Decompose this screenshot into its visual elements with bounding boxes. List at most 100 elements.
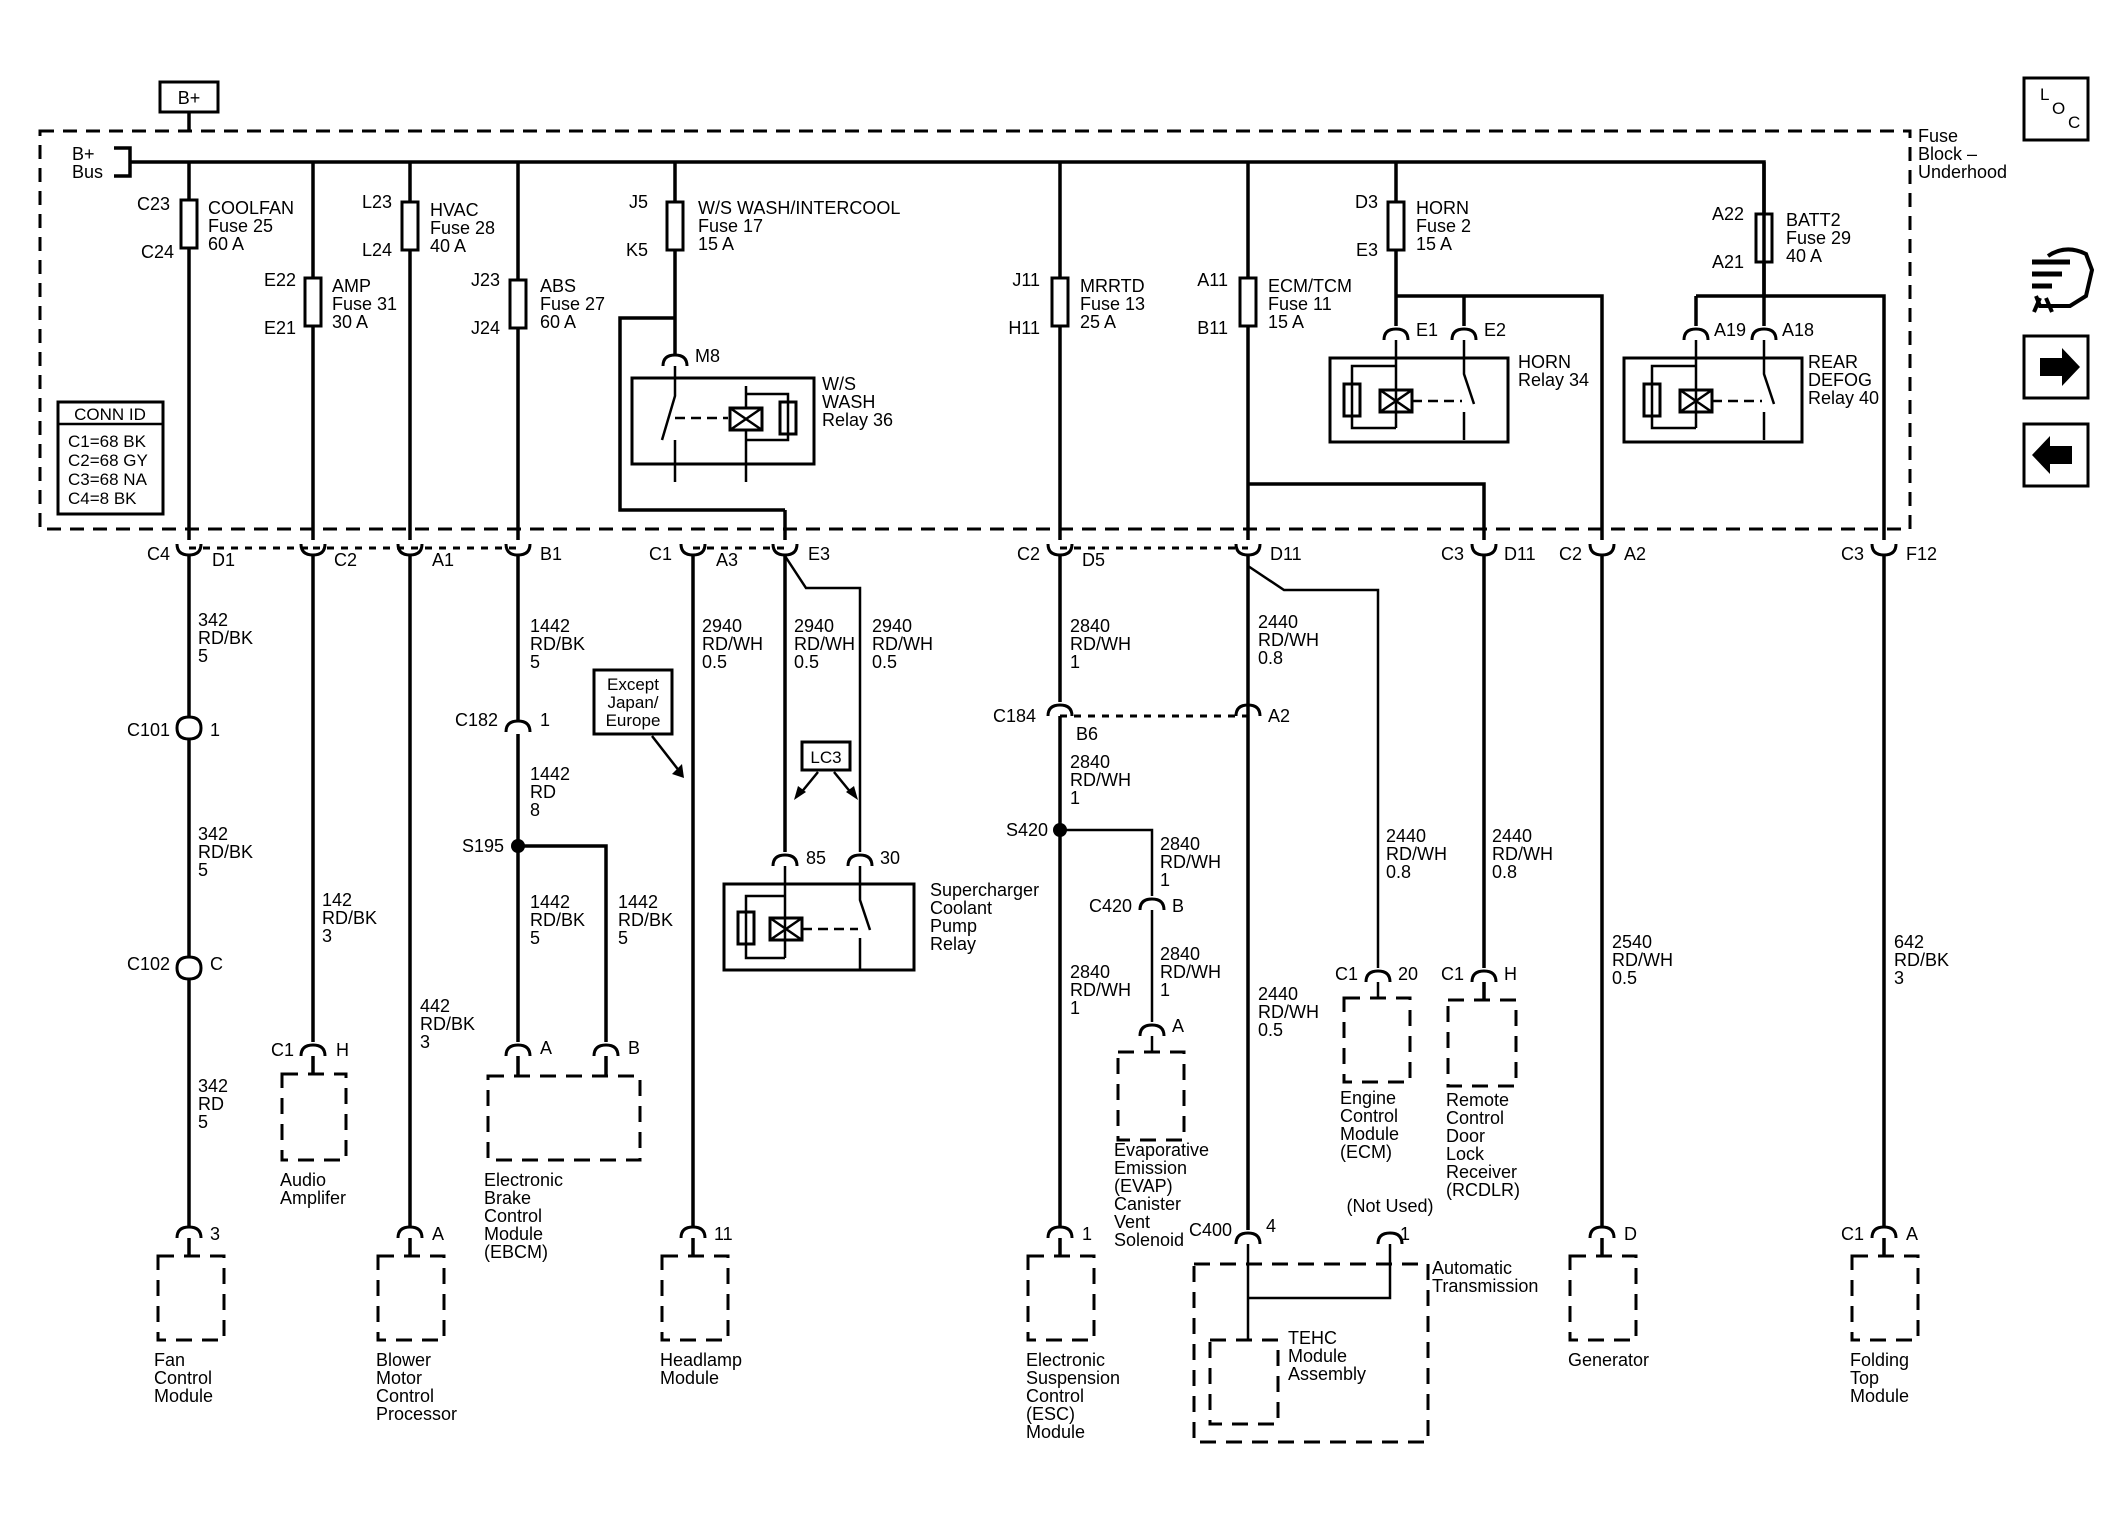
horn-relay: E1 E2 HORN Relay 34 bbox=[1328, 294, 1604, 540]
svg-text:1: 1 bbox=[1400, 1224, 1410, 1244]
svg-text:Fuse 2: Fuse 2 bbox=[1416, 216, 1471, 236]
svg-text:1442: 1442 bbox=[530, 764, 570, 784]
svg-text:C2: C2 bbox=[1559, 544, 1582, 564]
svg-text:C2: C2 bbox=[334, 550, 357, 570]
svg-text:Relay 40: Relay 40 bbox=[1808, 388, 1879, 408]
svg-text:11: 11 bbox=[714, 1224, 733, 1244]
fuse-batt2: A22 A21 BATT2 Fuse 29 40 A bbox=[1712, 204, 1851, 272]
svg-text:E3: E3 bbox=[808, 544, 830, 564]
connector-row: C4 D1 C2 A1 B1 C1 A3 E3 C2 D5 D11 C3 D11… bbox=[147, 542, 1937, 570]
svg-text:2840: 2840 bbox=[1070, 616, 1110, 636]
loc-button[interactable]: L O C bbox=[2022, 76, 2090, 142]
generator: D Generator bbox=[1568, 1224, 1649, 1370]
svg-text:RD/BK: RD/BK bbox=[322, 908, 377, 928]
svg-text:Control: Control bbox=[484, 1206, 542, 1226]
svg-text:C1: C1 bbox=[649, 544, 672, 564]
svg-text:A: A bbox=[540, 1038, 552, 1058]
svg-text:Module: Module bbox=[1340, 1124, 1399, 1144]
svg-text:C3=68 NA: C3=68 NA bbox=[68, 470, 148, 489]
fuse-ecm-tcm: A11 B11 ECM/TCM Fuse 11 15 A bbox=[1197, 162, 1352, 540]
svg-text:40 A: 40 A bbox=[1786, 246, 1822, 266]
svg-text:(EBCM): (EBCM) bbox=[484, 1242, 548, 1262]
svg-text:HORN: HORN bbox=[1416, 198, 1469, 218]
svg-text:H11: H11 bbox=[1008, 318, 1040, 338]
svg-text:RD/WH: RD/WH bbox=[1258, 630, 1319, 650]
svg-text:0.8: 0.8 bbox=[1386, 862, 1411, 882]
svg-text:B6: B6 bbox=[1076, 724, 1098, 744]
svg-text:342: 342 bbox=[198, 610, 228, 630]
svg-text:C2: C2 bbox=[1017, 544, 1040, 564]
svg-text:D11: D11 bbox=[1270, 544, 1302, 564]
svg-text:Top: Top bbox=[1850, 1368, 1879, 1388]
svg-text:15 A: 15 A bbox=[1416, 234, 1452, 254]
svg-text:3: 3 bbox=[1894, 968, 1904, 988]
svg-text:D5: D5 bbox=[1082, 550, 1105, 570]
svg-text:3: 3 bbox=[210, 1224, 220, 1244]
fuse-block-outline bbox=[38, 129, 1912, 531]
circuit-esc: 2840 RD/WH 1 C184 B6 A2 2840 RD/WH 1 S42… bbox=[993, 556, 1290, 1240]
svg-text:A2: A2 bbox=[1268, 706, 1290, 726]
svg-text:C102: C102 bbox=[127, 954, 170, 974]
svg-text:B: B bbox=[628, 1038, 640, 1058]
svg-text:60 A: 60 A bbox=[208, 234, 244, 254]
svg-text:(EVAP): (EVAP) bbox=[1114, 1176, 1173, 1196]
svg-text:Fuse 31: Fuse 31 bbox=[332, 294, 397, 314]
svg-text:15 A: 15 A bbox=[698, 234, 734, 254]
fuse-mrrtd: J11 H11 MRRTD Fuse 13 25 A bbox=[1008, 162, 1145, 540]
svg-text:Processor: Processor bbox=[376, 1404, 457, 1424]
svg-text:5: 5 bbox=[198, 1112, 208, 1132]
svg-text:1: 1 bbox=[1070, 998, 1080, 1018]
svg-text:Module: Module bbox=[1850, 1386, 1909, 1406]
bplus-bus: B+ Bus bbox=[72, 144, 1766, 296]
svg-text:Fuse 11: Fuse 11 bbox=[1268, 294, 1332, 314]
svg-text:1: 1 bbox=[210, 720, 220, 740]
wrench-car-icon[interactable] bbox=[2032, 247, 2095, 313]
fuse-amp: E22 E21 AMP Fuse 31 30 A bbox=[264, 162, 397, 540]
forward-arrow-button[interactable] bbox=[2022, 334, 2090, 400]
svg-text:A: A bbox=[1906, 1224, 1918, 1244]
svg-text:TEHC: TEHC bbox=[1288, 1328, 1337, 1348]
svg-text:RD/BK: RD/BK bbox=[618, 910, 673, 930]
svg-text:442: 442 bbox=[420, 996, 450, 1016]
svg-text:RD/WH: RD/WH bbox=[1492, 844, 1553, 864]
svg-text:(RCDLR): (RCDLR) bbox=[1446, 1180, 1520, 1200]
svg-text:B: B bbox=[1172, 896, 1184, 916]
svg-text:RD/WH: RD/WH bbox=[1386, 844, 1447, 864]
esc-module: 1 Electronic Suspension Control (ESC) Mo… bbox=[1026, 1224, 1120, 1442]
svg-text:142: 142 bbox=[322, 890, 352, 910]
svg-text:COOLFAN: COOLFAN bbox=[208, 198, 294, 218]
circuit-audio: 142 RD/BK 3 C1 H bbox=[271, 556, 377, 1074]
svg-text:E3: E3 bbox=[1356, 240, 1378, 260]
svg-text:Relay: Relay bbox=[930, 934, 976, 954]
svg-text:Fuse 28: Fuse 28 bbox=[430, 218, 495, 238]
svg-text:4: 4 bbox=[1266, 1216, 1276, 1236]
blower-motor-control-processor: A Blower Motor Control Processor bbox=[376, 1224, 457, 1424]
fuse-abs: J23 J24 ABS Fuse 27 60 A bbox=[471, 162, 605, 540]
svg-text:C1: C1 bbox=[271, 1040, 294, 1060]
svg-text:Control: Control bbox=[1446, 1108, 1504, 1128]
svg-text:Fuse 25: Fuse 25 bbox=[208, 216, 273, 236]
svg-text:RD/BK: RD/BK bbox=[1894, 950, 1949, 970]
svg-text:Europe: Europe bbox=[606, 711, 661, 730]
back-arrow-button[interactable] bbox=[2022, 422, 2090, 488]
svg-text:K5: K5 bbox=[626, 240, 648, 260]
svg-text:A22: A22 bbox=[1712, 204, 1744, 224]
svg-text:F12: F12 bbox=[1906, 544, 1937, 564]
svg-text:DEFOG: DEFOG bbox=[1808, 370, 1872, 390]
svg-text:AMP: AMP bbox=[332, 276, 371, 296]
svg-text:WASH: WASH bbox=[822, 392, 875, 412]
automatic-transmission: C400 4 (Not Used) 1 Automatic Transmissi… bbox=[1189, 1196, 1538, 1444]
svg-text:B1: B1 bbox=[540, 544, 562, 564]
svg-text:H: H bbox=[336, 1040, 349, 1060]
svg-text:E1: E1 bbox=[1416, 320, 1438, 340]
svg-text:8: 8 bbox=[530, 800, 540, 820]
svg-text:A3: A3 bbox=[716, 550, 738, 570]
svg-text:Fuse 13: Fuse 13 bbox=[1080, 294, 1145, 314]
svg-text:C1: C1 bbox=[1441, 964, 1464, 984]
circuit-folding-top: 642 RD/BK 3 bbox=[1870, 556, 1949, 1240]
svg-text:J11: J11 bbox=[1012, 270, 1040, 290]
svg-text:1442: 1442 bbox=[530, 616, 570, 636]
svg-text:C4=8 BK: C4=8 BK bbox=[68, 489, 137, 508]
svg-text:MRRTD: MRRTD bbox=[1080, 276, 1145, 296]
svg-text:A: A bbox=[432, 1224, 444, 1244]
